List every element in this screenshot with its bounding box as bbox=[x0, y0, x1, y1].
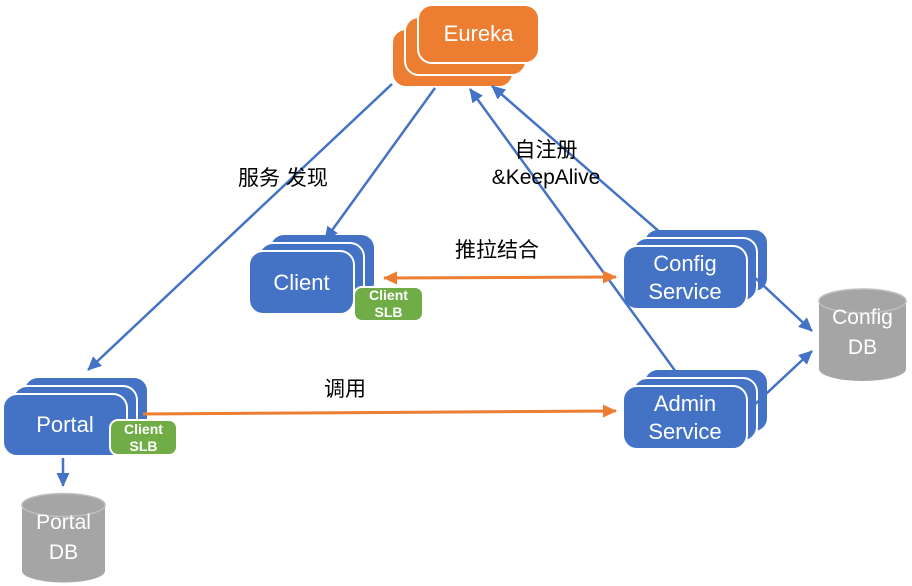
eureka-label: Eureka bbox=[443, 21, 514, 46]
config-service-label-line1: Config bbox=[653, 250, 717, 276]
admin-service-box: Admin Service bbox=[622, 385, 748, 450]
node-config-db: Config DB bbox=[817, 287, 908, 383]
label-service-discovery: 服务 发现 bbox=[238, 167, 328, 190]
node-portal: Portal bbox=[2, 376, 149, 457]
portal-slb-line2: SLB bbox=[129, 437, 158, 454]
config-service-box: Config Service bbox=[622, 245, 748, 310]
label-self-register-keepalive: 自注册 &KeepAlive bbox=[480, 137, 612, 191]
portal-label: Portal bbox=[36, 412, 94, 437]
config-db-label: Config DB bbox=[817, 303, 908, 363]
label-self-register: 自注册 bbox=[514, 139, 578, 162]
admin-service-label-line1: Admin bbox=[653, 390, 717, 416]
client-slb-line1: Client bbox=[369, 287, 408, 303]
portal-box: Portal bbox=[2, 393, 128, 457]
label-push-pull: 推拉结合 bbox=[455, 239, 539, 262]
client-slb-line2: SLB bbox=[374, 304, 403, 320]
config-db-label-line1: Config bbox=[832, 306, 893, 329]
node-eureka: Eureka bbox=[391, 4, 540, 88]
config-db-label-line2: DB bbox=[847, 336, 878, 359]
eureka-box: Eureka bbox=[417, 4, 540, 64]
client-slb-badge: Client SLB bbox=[353, 286, 424, 322]
admin-service-label-line2: Service bbox=[648, 418, 722, 444]
label-keepalive: &KeepAlive bbox=[491, 166, 601, 189]
config-service-label-line2: Service bbox=[648, 278, 722, 304]
portal-db-label-line2: DB bbox=[48, 541, 79, 564]
client-label: Client bbox=[273, 269, 330, 295]
portal-db-label: Portal DB bbox=[20, 508, 107, 568]
label-invoke: 调用 bbox=[324, 378, 366, 401]
portal-db-cylinder bbox=[21, 492, 106, 583]
node-config-service: Config Service bbox=[622, 228, 769, 310]
arrow-client-config-service-bidirectional bbox=[383, 270, 617, 285]
client-box: Client bbox=[248, 250, 355, 315]
node-client: Client bbox=[248, 233, 376, 315]
node-admin-service: Admin Service bbox=[622, 368, 769, 450]
arrow-admin-service-to-eureka bbox=[468, 88, 678, 373]
portal-db-label-line1: Portal bbox=[36, 511, 91, 534]
portal-slb-line1: Client bbox=[124, 420, 163, 437]
portal-slb-badge: Client SLB bbox=[109, 419, 178, 456]
arrow-eureka-to-client bbox=[323, 87, 437, 241]
node-portal-db: Portal DB bbox=[20, 492, 107, 584]
arrow-eureka-to-portal bbox=[87, 83, 393, 371]
arrow-portal-to-admin-service bbox=[142, 404, 617, 418]
config-db-cylinder bbox=[818, 288, 907, 381]
